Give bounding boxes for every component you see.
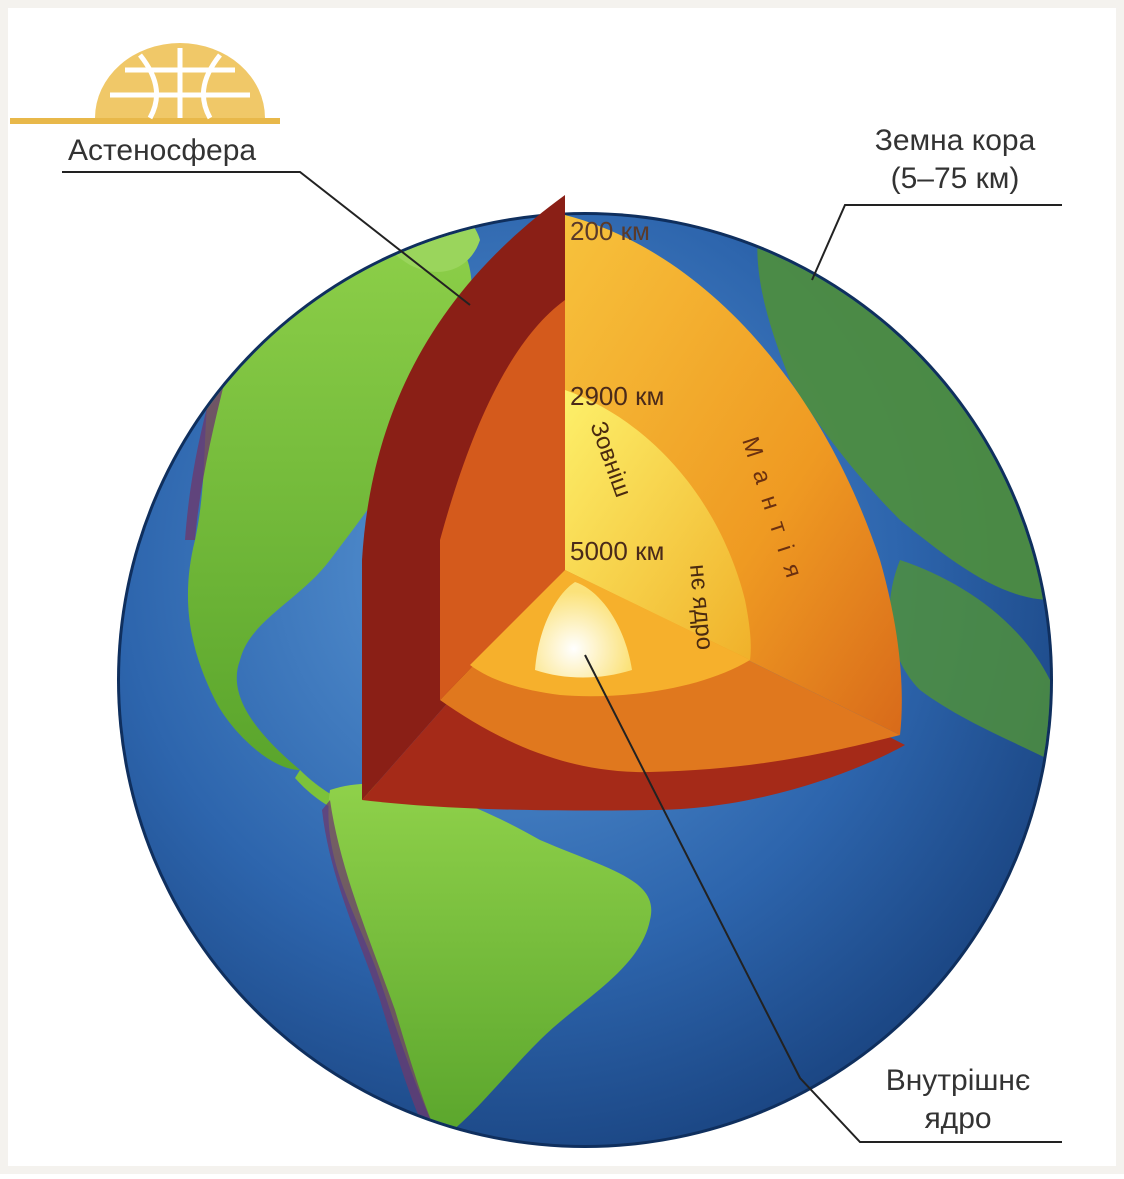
south-america-landmass [328,783,652,1140]
north-america-mountains [185,355,230,540]
asthenosphere-label: Астеносфера [68,134,256,167]
globe-logo-grid-icon [110,48,250,120]
outer-core-layer [565,390,751,660]
asthenosphere-leader [62,171,471,306]
depth-mark-2900: 2900 км [570,381,664,411]
north-america-landmass [187,215,472,770]
inner-core-layer [535,582,632,678]
crust-label-range: (5–75 км) [891,162,1020,195]
inner-core-leader [584,654,1062,1143]
logo [10,43,280,124]
inner-core-label-line1: Внутрішнє [886,1064,1031,1097]
logo-underline [10,118,280,124]
mantle-layer-left [440,300,565,700]
globe: 200 км 2900 км 5000 км Мантія Зовніш нє … [117,195,1053,1148]
depth-mark-5000: 5000 км [570,536,664,566]
crust-leader [811,204,1062,281]
leader-lines [62,171,1062,1143]
crust-label-title: Земна кора [875,124,1036,157]
africa-landmass [889,560,1050,760]
inner-core-label-line2: ядро [924,1102,991,1135]
depth-mark-200: 200 км [570,216,650,246]
andes-mountains [322,800,440,1142]
earth-cutaway [362,195,905,811]
eurasia-landmass [757,220,1050,600]
